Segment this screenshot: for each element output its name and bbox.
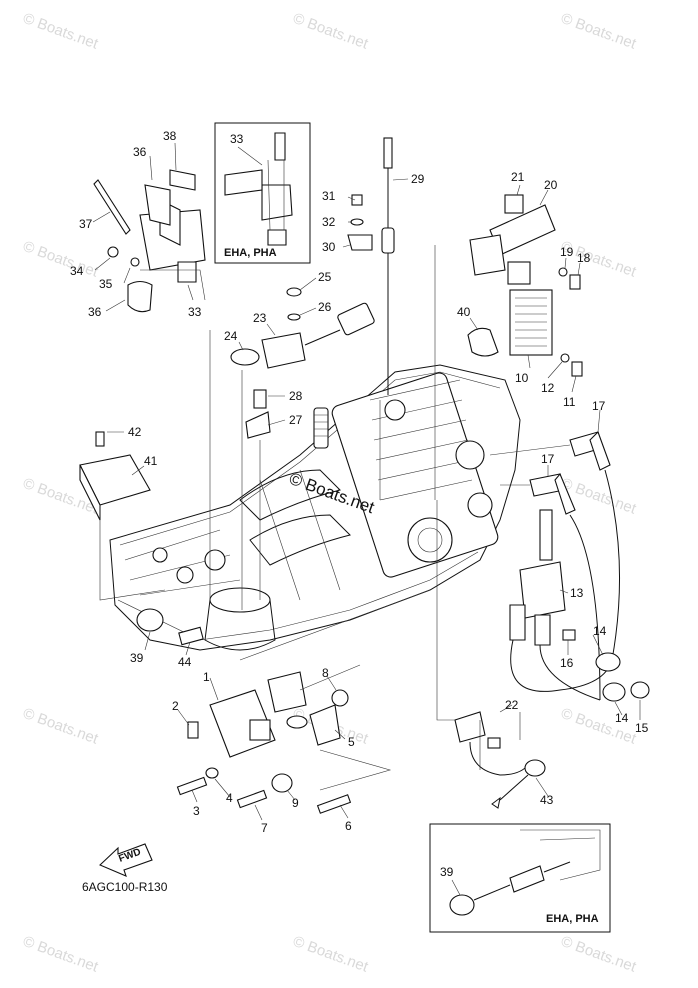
watermark: © Boats.net — [21, 933, 101, 976]
cdi-unit-1 — [176, 671, 352, 814]
callout-3: 3 — [193, 804, 200, 818]
callout-16: 16 — [560, 656, 574, 670]
callout-33-inset: 33 — [230, 132, 244, 146]
rectifier-10 — [467, 289, 583, 377]
callout-26: 26 — [318, 300, 332, 314]
callout-4: 4 — [226, 791, 233, 805]
callout-30: 30 — [322, 240, 336, 254]
callout-40: 40 — [457, 305, 471, 319]
callout-14: 14 — [593, 624, 607, 638]
bracket-20 — [469, 194, 581, 290]
callout-41: 41 — [144, 454, 158, 468]
callout-6: 6 — [345, 819, 352, 833]
callout-39: 39 — [130, 651, 144, 665]
callout-5: 5 — [348, 735, 355, 749]
callout-8: 8 — [322, 666, 329, 680]
watermark: © Boats.net — [21, 238, 101, 281]
callout-23: 23 — [253, 311, 267, 325]
callout-34: 34 — [70, 264, 84, 278]
inset-label: EHA, PHA — [224, 247, 277, 259]
ignition-coil-13 — [509, 431, 650, 702]
callout-20: 20 — [544, 178, 558, 192]
callout-leaders — [92, 142, 641, 821]
callout-32: 32 — [322, 215, 336, 229]
callout-19: 19 — [560, 245, 574, 259]
inset-label: EHA, PHA — [546, 913, 599, 925]
callout-43: 43 — [540, 793, 554, 807]
callout-numbers: 38 36 37 34 35 36 33 29 31 32 30 25 26 2… — [70, 129, 649, 835]
watermark: © Boats.net — [21, 705, 101, 748]
watermark: © Boats.net — [21, 10, 101, 53]
callout-38: 38 — [163, 129, 177, 143]
callout-18: 18 — [577, 251, 591, 265]
inset-bottom: 39 EHA, PHA — [429, 823, 611, 933]
callout-36: 36 — [133, 145, 147, 159]
callout-44: 44 — [178, 655, 192, 669]
sensor-22 — [454, 711, 546, 809]
fwd-arrow: FWD — [99, 843, 153, 877]
callout-27: 27 — [289, 413, 303, 427]
callout-13: 13 — [570, 586, 584, 600]
callout-36: 36 — [88, 305, 102, 319]
callout-31: 31 — [322, 189, 336, 203]
callout-17: 17 — [592, 399, 606, 413]
callout-11: 11 — [563, 395, 576, 409]
callout-15: 15 — [635, 721, 649, 735]
callout-22: 22 — [505, 698, 519, 712]
callout-39-inset: 39 — [440, 865, 454, 879]
callout-28: 28 — [289, 389, 303, 403]
bracket-assembly-33 — [93, 169, 206, 313]
leader-lines — [99, 245, 571, 791]
callout-12: 12 — [541, 381, 555, 395]
callout-14: 14 — [615, 711, 629, 725]
callout-1: 1 — [203, 670, 210, 684]
callout-17: 17 — [541, 452, 555, 466]
callout-35: 35 — [99, 277, 113, 291]
engine-block — [109, 364, 521, 651]
callout-24: 24 — [224, 329, 238, 343]
callout-37: 37 — [79, 217, 93, 231]
cable-29 — [347, 137, 395, 395]
diagram-code: 6AGC100-R130 — [82, 880, 168, 894]
callout-25: 25 — [318, 270, 332, 284]
watermark: © Boats.net — [559, 10, 639, 53]
callout-33: 33 — [188, 305, 202, 319]
bracket-41 — [79, 431, 204, 646]
callout-7: 7 — [261, 821, 268, 835]
callout-29: 29 — [411, 172, 425, 186]
watermark: © Boats.net — [291, 10, 371, 53]
callout-10: 10 — [515, 371, 529, 385]
watermark: © Boats.net — [559, 933, 639, 976]
watermark: © Boats.net — [291, 933, 371, 976]
callout-2: 2 — [172, 699, 179, 713]
inset-top: 33 EHA, PHA — [214, 122, 311, 264]
callout-9: 9 — [292, 796, 299, 810]
callout-42: 42 — [128, 425, 142, 439]
connector-23 — [230, 287, 375, 439]
callout-21: 21 — [511, 170, 525, 184]
